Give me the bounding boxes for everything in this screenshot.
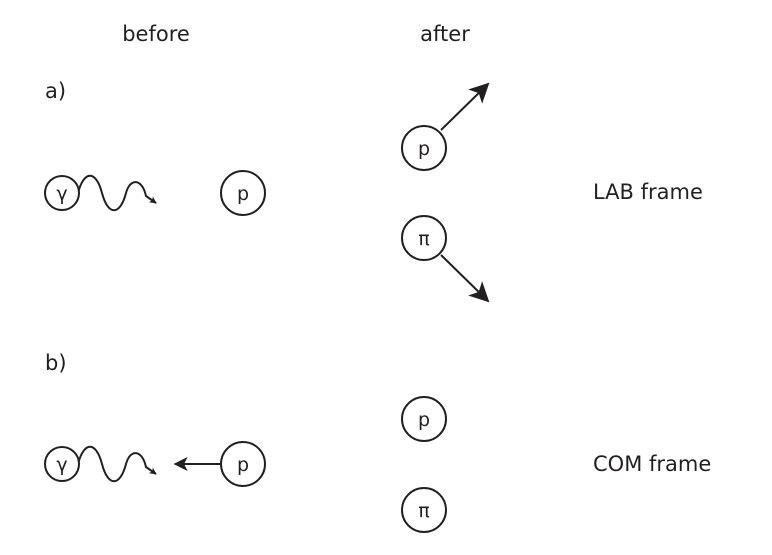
panel-a-proton-arrow <box>440 82 490 131</box>
panel-a-outgoing-pion-label: π <box>418 228 429 250</box>
panel-b-frame-label: COM frame <box>593 452 711 476</box>
panel-b-outgoing-proton-label: p <box>418 409 430 431</box>
panel-b-outgoing-proton-circle <box>401 396 447 442</box>
panel-b-outgoing-pion-circle <box>401 487 447 533</box>
panel-a-photon-wave <box>77 174 157 212</box>
panel-a-outgoing-proton-circle <box>401 125 447 171</box>
panel-a-target-proton-circle <box>220 170 266 216</box>
panel-b-photon: γ <box>44 445 157 483</box>
header-after: after <box>420 22 470 46</box>
panel-a-frame-label: LAB frame <box>593 180 703 204</box>
panel-a-label: a) <box>45 79 66 103</box>
panel-b-incoming-proton-circle <box>220 441 266 487</box>
panel-b-photon-circle <box>44 446 80 482</box>
panel-a-photon: γ <box>44 174 157 212</box>
panel-a-outgoing-pion: π <box>401 215 490 303</box>
panel-a-target-proton-label: p <box>237 183 249 205</box>
panel-a-outgoing-proton: p <box>401 82 490 171</box>
panel-b-photon-label: γ <box>56 454 67 476</box>
panel-a-photon-circle <box>44 175 80 211</box>
panel-b-incoming-proton: p <box>173 441 266 487</box>
panel-b-incoming-proton-label: p <box>237 454 249 476</box>
panel-b-photon-wave <box>77 445 157 483</box>
header-before: before <box>122 22 190 46</box>
panel-a-target-proton: p <box>220 170 266 216</box>
panel-b-outgoing-pion: π <box>401 487 447 533</box>
panel-b-label: b) <box>45 351 67 375</box>
panel-a-outgoing-pion-circle <box>401 215 447 261</box>
panel-a-pion-arrow <box>440 254 490 303</box>
panel-a-outgoing-proton-label: p <box>418 138 430 160</box>
panel-b-outgoing-proton: p <box>401 396 447 442</box>
panel-a-photon-label: γ <box>56 183 67 205</box>
panel-b-outgoing-pion-label: π <box>418 500 429 522</box>
